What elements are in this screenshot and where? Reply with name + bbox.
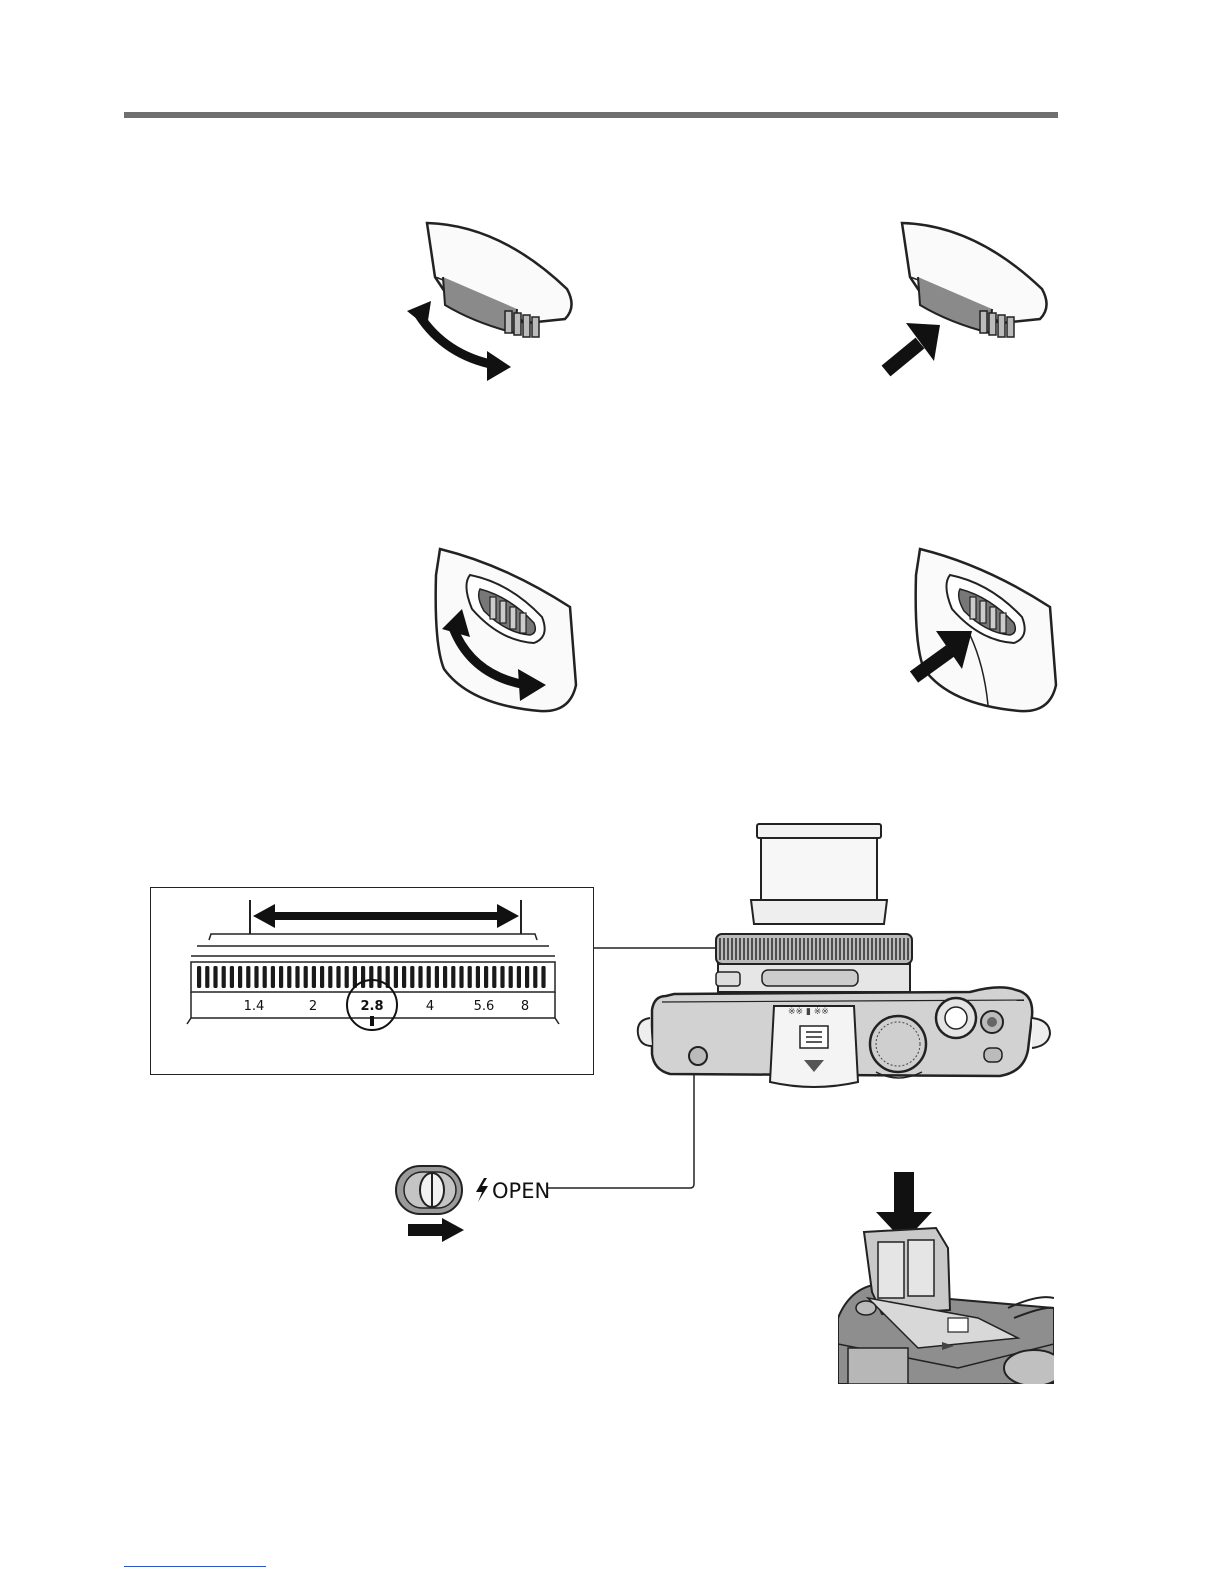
aperture-ring-inset: 1.4 2 2.8 4 5.6 8 [150, 887, 594, 1075]
front-dial-rotate-illustration [430, 545, 580, 715]
index-mark [370, 1016, 374, 1026]
right-arrow-icon [408, 1218, 464, 1242]
header-rule [124, 112, 1058, 118]
aperture-scale-label: 4 [426, 999, 434, 1014]
aperture-scale-label: 2.8 [360, 999, 383, 1014]
aperture-scale-label: 1.4 [244, 999, 265, 1014]
rear-dial-rotate-illustration [405, 215, 585, 385]
aperture-scale: 1.4 2 2.8 4 5.6 8 [244, 999, 529, 1014]
flash-open-label: OPEN [492, 1179, 550, 1203]
ring-knurl [197, 966, 546, 988]
flash-open-switch-illustration: OPEN [394, 1160, 554, 1244]
aperture-scale-label: 8 [521, 999, 529, 1014]
aperture-scale-label: 5.6 [474, 999, 495, 1014]
camera-top-view-illustration: ※※ ▮ ※※ [640, 820, 1060, 1100]
svg-text:※※ ▮ ※※: ※※ ▮ ※※ [788, 1007, 829, 1017]
front-dial-press-illustration [910, 545, 1060, 715]
flash-popup-illustration [838, 1168, 1054, 1384]
rear-dial-press-illustration [880, 215, 1060, 385]
footer-link-rule [124, 1566, 266, 1567]
flash-bolt-icon [476, 1178, 488, 1202]
push-arrow-icon [886, 323, 940, 371]
aperture-scale-label: 2 [309, 999, 317, 1014]
